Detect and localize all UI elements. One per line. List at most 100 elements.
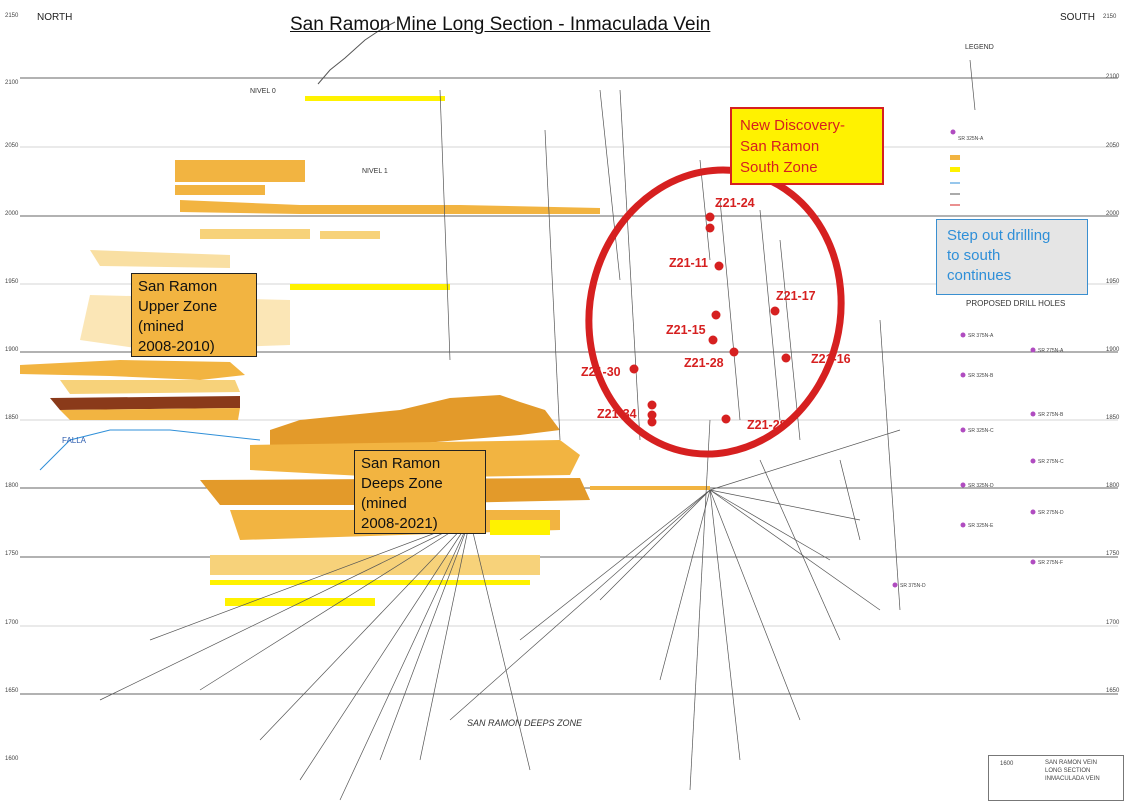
elevation-label: 1850 bbox=[5, 415, 19, 421]
stepout-line: to south bbox=[947, 247, 1001, 264]
drill-traces bbox=[99, 59, 976, 801]
drill-hole-label: Z21-24 bbox=[715, 196, 755, 210]
level-label: NIVEL 0 bbox=[250, 88, 276, 95]
elevation-label: 2100 bbox=[1106, 74, 1120, 80]
titleblock-line: INMACULADA VEIN bbox=[1045, 776, 1100, 782]
deeps-zone-callout: San Ramon Deeps Zone (mined 2008-2021) bbox=[354, 450, 486, 534]
elevation-label: 1700 bbox=[5, 620, 19, 626]
elevation-label: 2050 bbox=[5, 143, 19, 149]
intercept-dot bbox=[708, 335, 718, 345]
elevation-label: 1650 bbox=[1106, 688, 1120, 694]
north-label: NORTH bbox=[37, 12, 73, 23]
drill-hole-label: Z21-28 bbox=[747, 418, 787, 432]
proposed-hole-markers bbox=[892, 129, 1036, 588]
proposed-hole-label: SR 275N-A bbox=[1038, 348, 1064, 354]
drill-hole-label: Z21-16 bbox=[811, 352, 851, 366]
titleblock-line: SAN RAMON VEIN bbox=[1045, 760, 1098, 766]
elevation-label: 1750 bbox=[5, 551, 19, 557]
drill-hole-label: Z21-11 bbox=[669, 256, 708, 270]
deeps-zone-line: Deeps Zone bbox=[361, 475, 443, 492]
discovery-line: San Ramon bbox=[740, 138, 820, 155]
intercept-dot bbox=[647, 410, 657, 420]
proposed-hole-label: SR 375N-D bbox=[900, 583, 926, 589]
upper-zone-line: Upper Zone bbox=[138, 298, 218, 315]
proposed-heading: PROPOSED DRILL HOLES bbox=[966, 299, 1066, 308]
elevation-label: 2150 bbox=[5, 13, 19, 19]
stepout-callout: Step out drilling to south continues bbox=[936, 219, 1088, 295]
discovery-line: New Discovery- bbox=[740, 117, 846, 134]
deeps-zone-line: San Ramon bbox=[361, 455, 441, 472]
proposed-hole-label: SR 325N-C bbox=[968, 428, 994, 434]
elevation-label: 1800 bbox=[1106, 483, 1120, 489]
proposed-marker bbox=[960, 427, 966, 433]
fault-trace bbox=[39, 429, 261, 471]
intercept-dot bbox=[711, 310, 721, 320]
elevation-label: 1750 bbox=[1106, 551, 1120, 557]
elevation-label: 1900 bbox=[5, 347, 19, 353]
drill-hole-label: Z21-34 bbox=[597, 407, 637, 421]
drill-hole-label: Z21-15 bbox=[666, 323, 706, 337]
intercept-dots bbox=[629, 212, 791, 427]
intercept-dot bbox=[705, 223, 715, 233]
proposed-marker bbox=[960, 522, 966, 528]
elevation-label: 1700 bbox=[1106, 620, 1120, 626]
intercept-dot bbox=[629, 364, 639, 374]
proposed-marker bbox=[1030, 347, 1036, 353]
proposed-hole-label: SR 325N-B bbox=[968, 373, 994, 379]
proposed-hole-label: SR 375N-A bbox=[968, 333, 994, 339]
drill-hole-label: Z21-30 bbox=[581, 365, 621, 379]
upper-stopes bbox=[20, 96, 600, 420]
drill-hole-label: Z21-17 bbox=[776, 289, 816, 303]
stepout-line: continues bbox=[947, 267, 1012, 284]
elevation-label: 1950 bbox=[1106, 279, 1120, 285]
elevation-label: 1650 bbox=[5, 688, 19, 694]
upper-zone-line: (mined bbox=[138, 318, 184, 335]
proposed-marker bbox=[960, 482, 966, 488]
page-title: San Ramon Mine Long Section - Inmaculada… bbox=[290, 14, 711, 35]
elevation-label: 2100 bbox=[5, 80, 19, 86]
stepout-line: Step out drilling bbox=[947, 227, 1051, 244]
upper-zone-line: San Ramon bbox=[138, 278, 218, 295]
elevation-label: 2000 bbox=[1106, 211, 1120, 217]
topography-line bbox=[317, 21, 396, 85]
intercept-dot bbox=[647, 417, 657, 427]
elevation-label: 2050 bbox=[1106, 143, 1120, 149]
discovery-callout: New Discovery- San Ramon South Zone bbox=[730, 107, 884, 185]
elevation-label: 1850 bbox=[1106, 415, 1120, 421]
proposed-hole-label: SR 275N-D bbox=[1038, 510, 1064, 516]
proposed-marker bbox=[960, 372, 966, 378]
proposed-hole-label: SR 325N-D bbox=[968, 483, 994, 489]
intercept-dot bbox=[770, 306, 780, 316]
scale-number: 1600 bbox=[1000, 761, 1014, 767]
proposed-hole-label: SR 325N-A bbox=[958, 136, 984, 142]
south-label: SOUTH bbox=[1060, 12, 1095, 23]
elevation-label: 1600 bbox=[5, 756, 19, 762]
titleblock-line: LONG SECTION bbox=[1045, 768, 1091, 774]
deeps-zone-line: 2008-2021) bbox=[361, 515, 438, 532]
proposed-marker bbox=[1030, 559, 1036, 565]
proposed-hole-label: SR 325N-E bbox=[968, 523, 994, 529]
intercept-dot bbox=[721, 414, 731, 424]
discovery-line: South Zone bbox=[740, 159, 818, 176]
intercept-dot bbox=[729, 347, 739, 357]
deeps-zone-caption: SAN RAMON DEEPS ZONE bbox=[467, 718, 583, 728]
deeps-zone-line: (mined bbox=[361, 495, 407, 512]
legend-title: LEGEND bbox=[965, 44, 994, 51]
elevation-label: 1900 bbox=[1106, 347, 1120, 353]
proposed-marker bbox=[1030, 411, 1036, 417]
elevation-label: 2150 bbox=[1103, 14, 1117, 20]
elevation-label: 2000 bbox=[5, 211, 19, 217]
proposed-hole-label: SR 275N-C bbox=[1038, 459, 1064, 465]
drill-hole-label: Z21-28 bbox=[684, 356, 724, 370]
upper-zone-line: 2008-2010) bbox=[138, 338, 215, 355]
legend-swatches bbox=[950, 155, 960, 206]
falla-label: FALLA bbox=[62, 436, 87, 445]
proposed-marker bbox=[1030, 509, 1036, 515]
elevation-label: 1950 bbox=[5, 279, 19, 285]
upper-zone-callout: San Ramon Upper Zone (mined 2008-2010) bbox=[131, 273, 257, 357]
proposed-hole-label: SR 275N-F bbox=[1038, 560, 1064, 566]
intercept-dot bbox=[781, 353, 791, 363]
proposed-marker bbox=[1030, 458, 1036, 464]
